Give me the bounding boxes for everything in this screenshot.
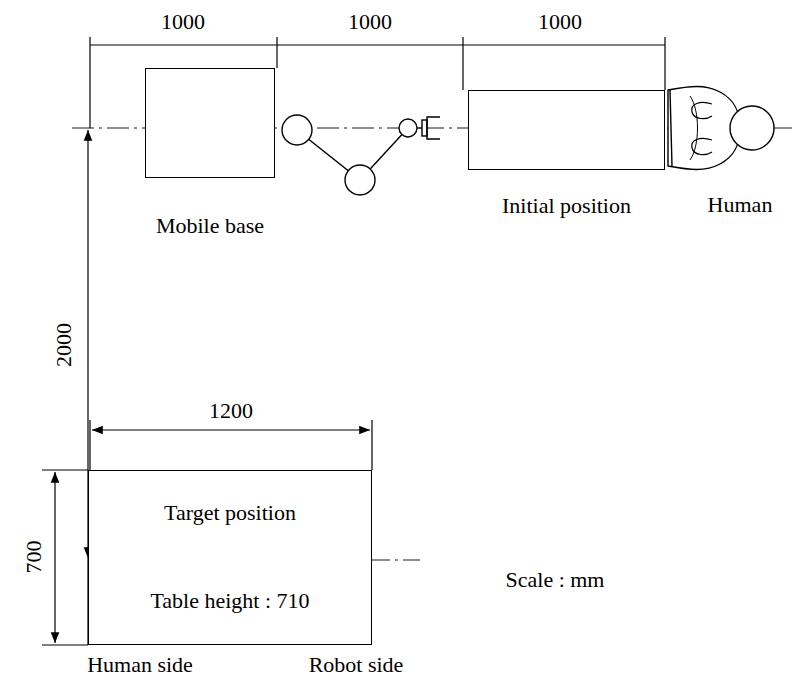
dimension: 1000 (159, 10, 207, 34)
position-box: Initial position (468, 90, 665, 170)
scale-note: Scale : mm (504, 568, 607, 592)
node-label: Target position (164, 501, 296, 525)
dimension: 1200 (207, 399, 255, 423)
figure-label: Human (706, 193, 775, 217)
side-label: Human side (85, 653, 195, 677)
dimension: 700 (22, 539, 46, 576)
dimension: 2000 (52, 321, 76, 369)
node-label: Initial position (502, 194, 631, 218)
dimension: 1000 (346, 10, 394, 34)
table-box: Target positionTable height : 710 (88, 470, 372, 645)
dimension: 1000 (536, 10, 584, 34)
side-label: Robot side (307, 653, 406, 677)
node-label: Table height : 710 (150, 589, 309, 613)
node-label: Mobile base (156, 214, 264, 238)
position-box: Mobile base (145, 68, 275, 178)
